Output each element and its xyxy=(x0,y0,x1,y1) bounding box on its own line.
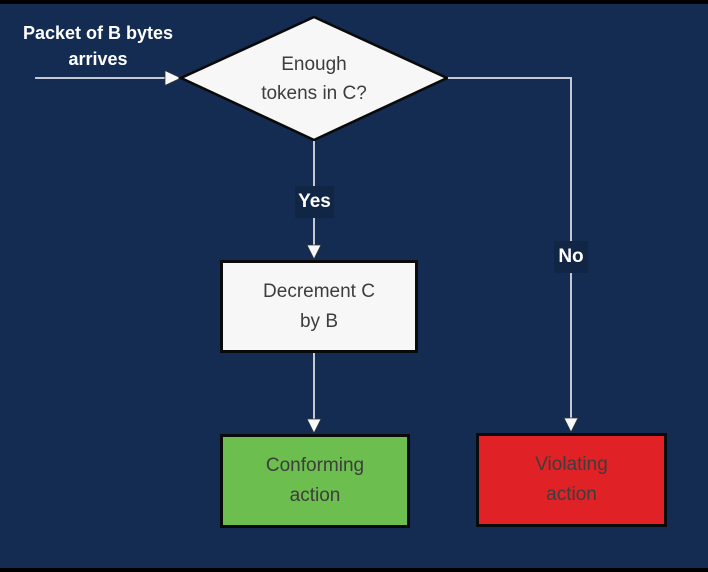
decision-node-label-line2: tokens in C? xyxy=(261,83,367,104)
decrement-node-label-line2: by B xyxy=(299,310,338,332)
decision-node-label: Enough tokens in C? xyxy=(214,50,414,108)
arrowhead-start-to-decision xyxy=(164,69,182,87)
start-event-label-line2: arrives xyxy=(68,49,128,69)
conforming-action-node: Conforming action xyxy=(220,434,410,528)
conforming-node-label-line2: action xyxy=(289,485,341,506)
arrowhead-decision-to-violating xyxy=(563,417,579,433)
frame-border-bottom xyxy=(0,568,708,572)
arrowhead-decision-to-decrement xyxy=(306,244,322,260)
frame-border-top xyxy=(0,0,708,4)
decrement-node-label: Decrement C by B xyxy=(263,277,375,337)
violating-node-label-line2: action xyxy=(546,484,597,505)
decision-diamond-shape xyxy=(177,15,451,142)
yes-branch-label: Yes xyxy=(295,186,334,218)
violating-action-node: Violating action xyxy=(476,433,667,527)
decrement-node-label-line1: Decrement C xyxy=(263,280,375,302)
decision-node-label-line1: Enough xyxy=(281,54,347,75)
decrement-process-node: Decrement C by B xyxy=(220,260,418,353)
edge-decision-to-violating xyxy=(448,77,572,421)
conforming-node-label-line1: Conforming xyxy=(265,455,365,476)
violating-node-label-line1: Violating xyxy=(535,454,608,475)
no-branch-label: No xyxy=(554,241,588,273)
violating-node-label: Violating action xyxy=(535,450,608,510)
start-event-label-line1: Packet of B bytes xyxy=(22,23,174,43)
start-event-label: Packet of B bytes arrives xyxy=(13,20,183,72)
conforming-node-label: Conforming action xyxy=(266,451,364,511)
arrowhead-decrement-to-conforming xyxy=(306,418,322,434)
